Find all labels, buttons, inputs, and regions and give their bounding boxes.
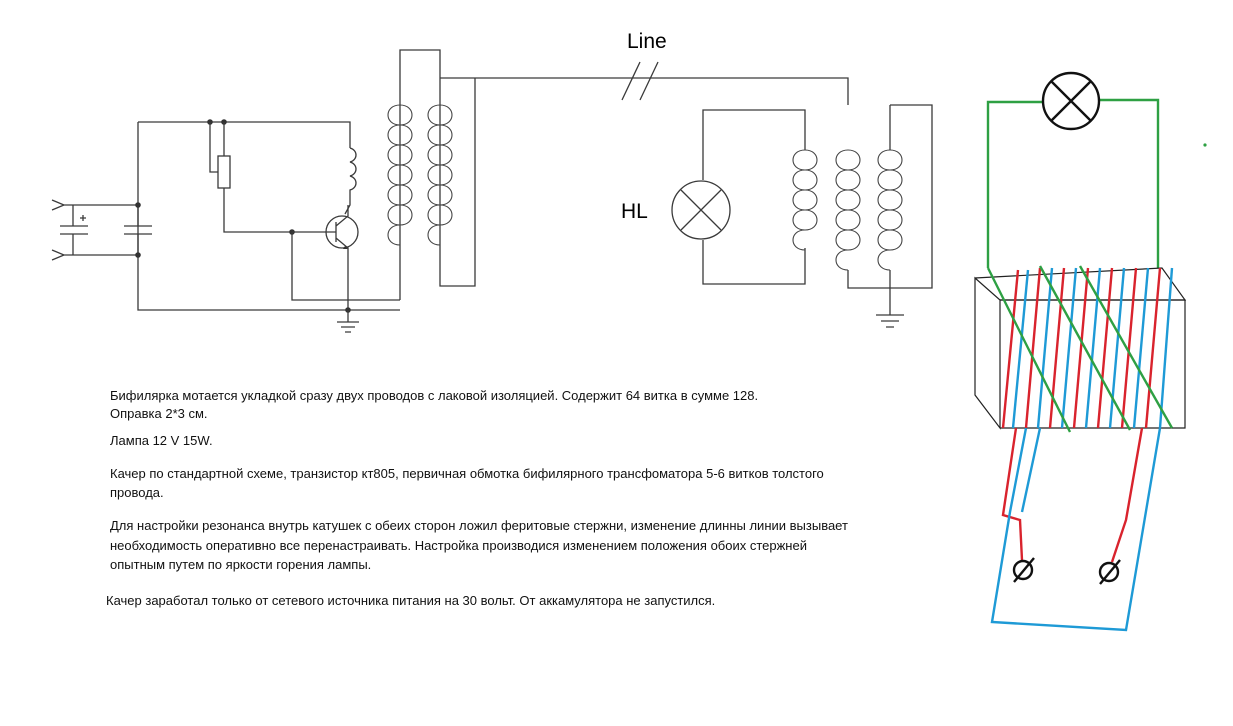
- kacher-circuit: [51, 119, 400, 333]
- line-break-icon: [621, 61, 659, 101]
- top-lamp-icon: [1041, 71, 1101, 131]
- note-tuning-3: опытным путем по яркости горения лампы.: [110, 557, 372, 572]
- right-transformer: [792, 104, 933, 328]
- note-bifilar: Бифилярка мотается укладкой сразу двух п…: [110, 388, 759, 403]
- input-terminal-bottom-icon: [51, 249, 138, 261]
- transistor-icon: [292, 205, 359, 310]
- note-mandrel: Оправка 2*3 см.: [110, 406, 208, 421]
- ground-right-icon: [876, 314, 904, 328]
- coil-leads: [990, 427, 1162, 632]
- note-kacher-2: провода.: [110, 485, 164, 500]
- lamp-icon: [671, 180, 731, 240]
- lamp-secondary-coil-icon: [792, 149, 818, 251]
- lamp-hl: HL: [621, 109, 806, 285]
- lamp-label: HL: [621, 200, 648, 223]
- feedback-coil-icon: [344, 147, 357, 215]
- bifilar-coil-right-inner-icon: [877, 149, 903, 271]
- primary-coil-icon: [387, 104, 413, 246]
- transmission-line: Line: [440, 30, 849, 105]
- note-kacher-1: Качер по стандартной схеме, транзистор к…: [110, 466, 824, 481]
- electrolytic-capacitor-icon: [60, 205, 88, 255]
- terminal-right-icon: [1098, 559, 1121, 585]
- input-terminal-top-icon: [51, 199, 138, 211]
- note-lamp: Лампа 12 V 15W.: [110, 433, 213, 448]
- note-power: Качер заработал только от сетевого источ…: [106, 593, 716, 608]
- resistor-icon: [217, 155, 231, 189]
- terminal-left-icon: [1012, 557, 1035, 583]
- bifilar-coil-illustration: [974, 71, 1207, 632]
- line-label: Line: [627, 30, 667, 53]
- note-tuning-1: Для настройки резонанса внутрь катушек с…: [110, 518, 848, 533]
- coil-windings: [986, 265, 1174, 433]
- note-tuning-2: необходимость оперативно все перенастраи…: [110, 538, 807, 553]
- bifilar-coil-left-icon: [427, 104, 453, 246]
- coil-former-box-icon: [974, 267, 1187, 430]
- bifilar-coil-right-icon: [835, 149, 861, 271]
- left-transformer: [387, 49, 476, 300]
- ground-left-icon: [337, 310, 359, 333]
